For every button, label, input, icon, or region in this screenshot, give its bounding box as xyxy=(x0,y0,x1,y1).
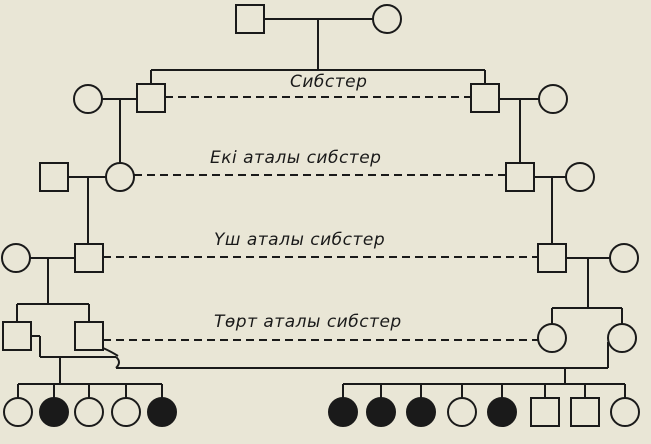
children-right xyxy=(328,384,640,427)
child-right-5-female-affected xyxy=(487,397,517,427)
generation-2 xyxy=(73,83,568,163)
g2-right-male xyxy=(470,83,500,113)
g2-right-spouse-female xyxy=(538,84,568,114)
g4-left-spouse-female xyxy=(1,243,31,273)
children-left xyxy=(3,384,177,427)
g5-left-male-b xyxy=(74,321,104,351)
g2-left-male xyxy=(136,83,166,113)
generation-1 xyxy=(150,4,486,84)
g4-left-male xyxy=(74,243,104,273)
g2-left-spouse-female xyxy=(73,84,103,114)
label-cousins-3: Үш аталы сибстер xyxy=(214,230,386,250)
label-cousins-2: Екі аталы сибстер xyxy=(210,148,382,168)
generation-5 xyxy=(2,321,637,385)
child-left-2-female-affected xyxy=(39,397,69,427)
g3-left-female xyxy=(105,162,135,192)
child-right-3-female-affected xyxy=(406,397,436,427)
g5-right-female-a xyxy=(537,323,567,353)
child-left-4-female xyxy=(111,397,141,427)
child-left-3-female xyxy=(74,397,104,427)
child-right-2-female-affected xyxy=(366,397,396,427)
g3-right-male xyxy=(505,162,535,192)
g3-right-spouse-female xyxy=(565,162,595,192)
founder-female xyxy=(372,4,402,34)
child-right-1-female-affected xyxy=(328,397,358,427)
generation-4 xyxy=(1,243,639,324)
child-right-8-female xyxy=(610,397,640,427)
child-right-4-female xyxy=(447,397,477,427)
g3-left-spouse-male xyxy=(39,162,69,192)
child-right-7-male xyxy=(570,397,600,427)
generation-3 xyxy=(39,162,595,244)
g5-right-female-b xyxy=(607,323,637,353)
label-siblings: Сибстер xyxy=(290,72,368,92)
founder-male xyxy=(235,4,265,34)
label-cousins-4: Төрт аталы сибстер xyxy=(214,312,402,332)
child-right-6-male xyxy=(530,397,560,427)
child-left-5-female-affected xyxy=(147,397,177,427)
g5-left-male-a xyxy=(2,321,32,351)
child-left-1-female xyxy=(3,397,33,427)
g4-right-male xyxy=(537,243,567,273)
g4-right-spouse-female xyxy=(609,243,639,273)
